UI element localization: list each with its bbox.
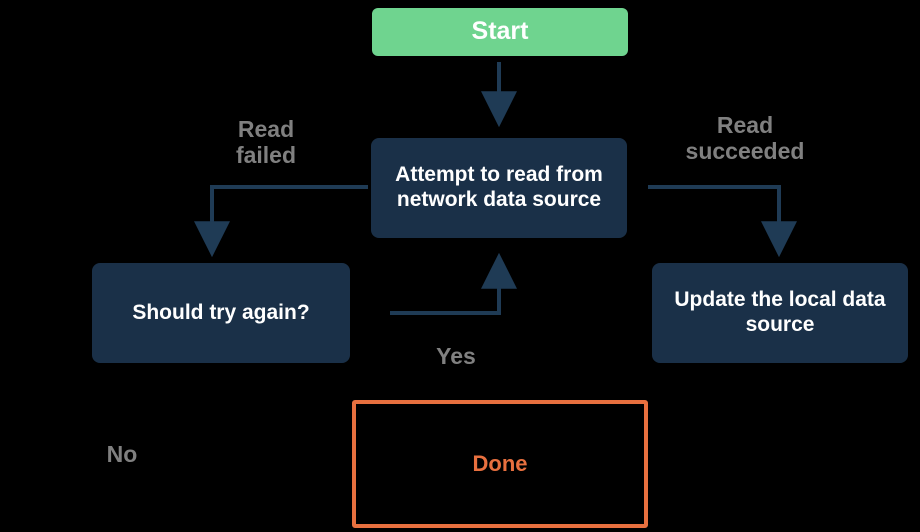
node-start-label: Start	[471, 17, 529, 46]
edge-label-no: No	[106, 441, 138, 467]
node-update-local-source[interactable]: Update the local data source	[652, 263, 908, 363]
node-update-local-source-label: Update the local data source	[674, 288, 886, 336]
node-done-label: Done	[472, 451, 528, 477]
edge-label-read-failed: Read failed	[235, 116, 297, 168]
edge-attempt-to-update	[648, 185, 797, 258]
edge-label-yes: Yes	[436, 343, 476, 369]
edge-retry-yes-to-attempt	[390, 252, 517, 315]
node-done[interactable]: Done	[352, 400, 648, 528]
edge-label-read-succeeded: Read succeeded	[685, 112, 805, 164]
edge-attempt-to-retry	[194, 185, 368, 258]
node-start[interactable]: Start	[372, 8, 628, 56]
node-attempt-read-label: Attempt to read from network data source	[395, 163, 603, 211]
node-should-try-again-label: Should try again?	[132, 300, 310, 324]
node-attempt-read[interactable]: Attempt to read from network data source	[371, 138, 627, 238]
node-should-try-again[interactable]: Should try again?	[92, 263, 350, 363]
